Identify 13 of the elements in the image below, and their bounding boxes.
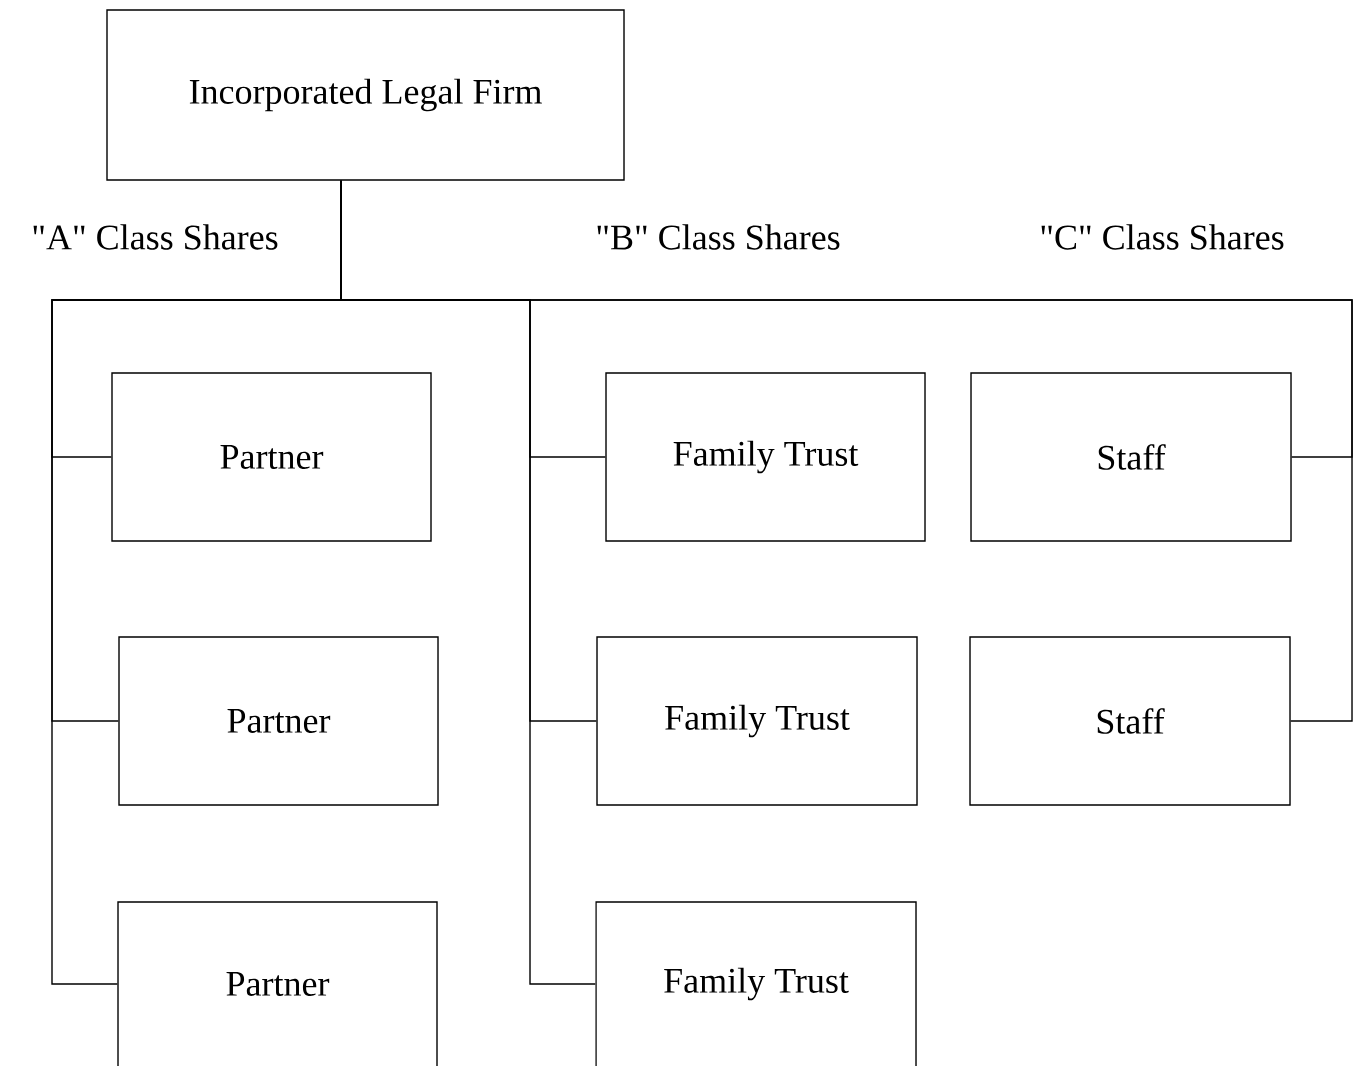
- member-box: Family Trust: [595, 901, 917, 1066]
- member-box: Staff: [970, 372, 1292, 542]
- member-box: Partner: [118, 636, 439, 806]
- member-box: Family Trust: [605, 372, 926, 542]
- firm-box: Incorporated Legal Firm: [106, 9, 625, 181]
- member-box: Family Trust: [596, 636, 918, 806]
- member-box: Staff: [969, 636, 1291, 806]
- member-box: Partner: [111, 372, 432, 542]
- connector-line: [340, 180, 1353, 722]
- class-label: "A" Class Shares: [33, 224, 278, 250]
- class-label: "B" Class Shares: [597, 224, 840, 250]
- class-label: "C" Class Shares: [1041, 224, 1284, 250]
- member-box: Partner: [117, 901, 438, 1066]
